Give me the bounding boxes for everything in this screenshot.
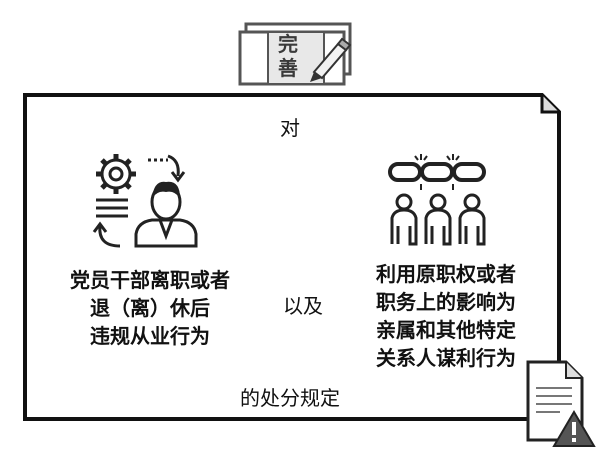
left-text-line: 违规从业行为: [90, 324, 210, 348]
left-text-line: 退（离）休后: [90, 296, 210, 320]
right-text-line: 职务上的影响为: [376, 290, 516, 314]
pencil-icon: [310, 37, 352, 82]
right-text-line: 利用原职权或者: [376, 262, 516, 286]
header-badge: 完 善: [238, 22, 360, 88]
content-frame: [22, 92, 562, 422]
left-text-line: 党员干部离职或者: [70, 268, 230, 292]
right-text-block: 利用原职权或者 职务上的影响为 亲属和其他特定 关系人谋利行为: [346, 260, 546, 372]
connector-text: 以及: [283, 294, 323, 318]
badge-label-bottom: 善: [278, 56, 298, 80]
document-warning-icon: [520, 352, 600, 452]
right-text-line: 关系人谋利行为: [376, 346, 516, 370]
broken-chain-people-icon: [384, 152, 494, 252]
person-with-gear-icon: [92, 150, 202, 250]
right-text-line: 亲属和其他特定: [376, 318, 516, 342]
left-text-block: 党员干部离职或者 退（离）休后 违规从业行为: [40, 266, 260, 350]
frame-top-title: 对: [280, 116, 300, 140]
badge-frame-icon: [238, 22, 352, 86]
badge-label-top: 完: [278, 32, 298, 56]
frame-bottom-title: 的处分规定: [240, 386, 340, 410]
